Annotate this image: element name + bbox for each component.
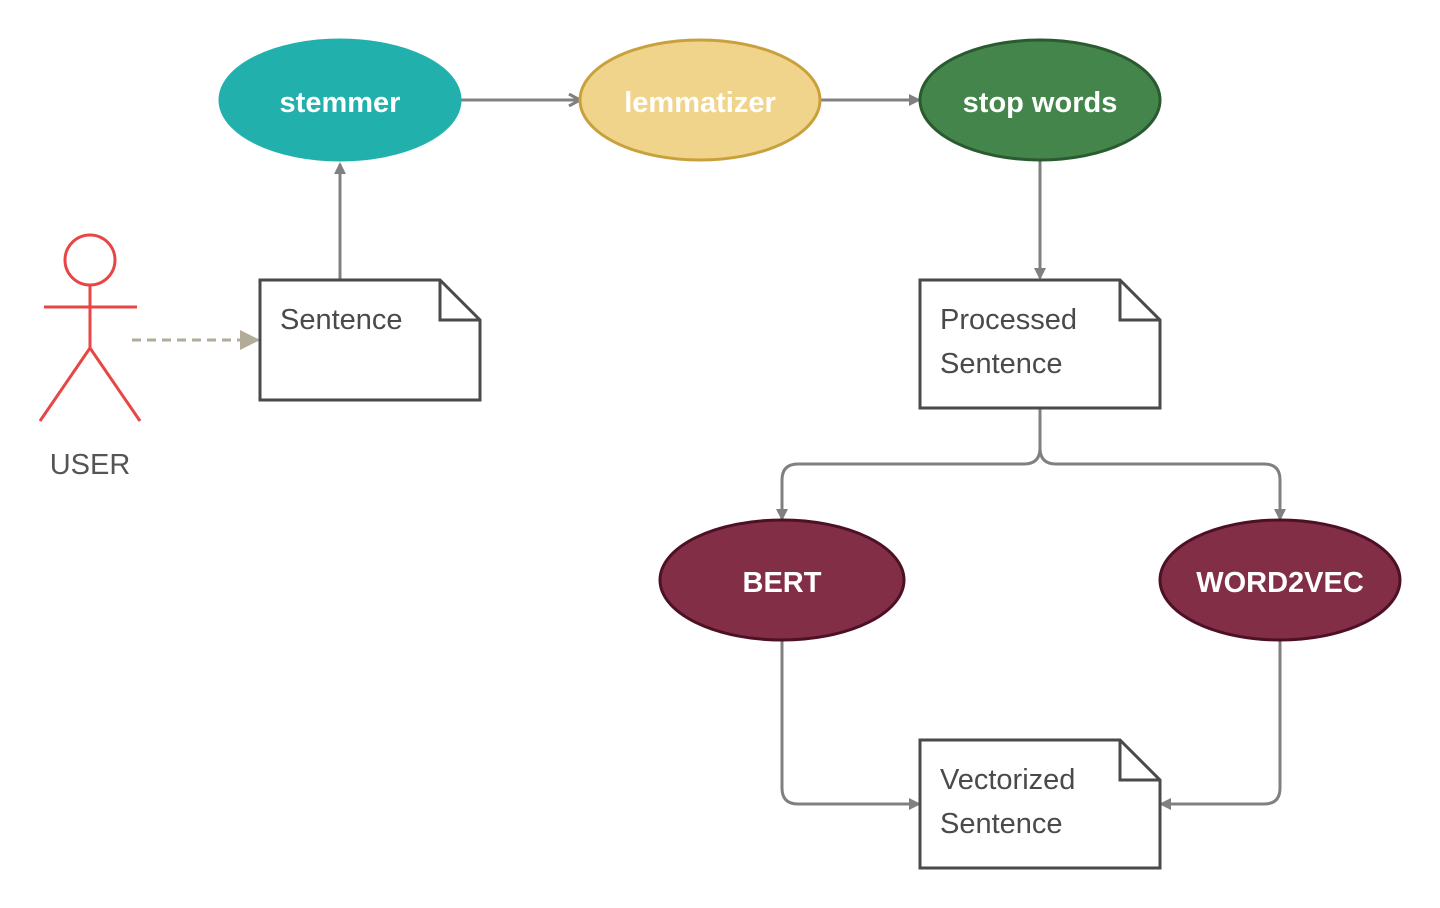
stick-figure-icon xyxy=(38,233,142,422)
ellipse-shape xyxy=(1158,518,1402,642)
note-label-line: Vectorized xyxy=(940,764,1075,796)
ellipse-shape xyxy=(918,38,1162,162)
process-label: lemmatizer xyxy=(624,87,776,119)
process-stop-words[interactable]: stop words xyxy=(918,38,1162,162)
connector-processed-to-bert xyxy=(776,408,1042,521)
connector-word2vec-to-vectorized xyxy=(1159,640,1282,810)
process-label: stop words xyxy=(963,87,1118,119)
note-shape xyxy=(918,278,1162,410)
ellipse-shape xyxy=(578,38,822,162)
connectors xyxy=(132,100,1286,810)
process-word2vec[interactable]: WORD2VEC xyxy=(1158,518,1402,642)
note-processed-sentence[interactable]: Processed Sentence xyxy=(918,278,1162,410)
note-fold xyxy=(438,280,480,322)
note-shape xyxy=(258,278,482,402)
note-shape xyxy=(918,738,1162,870)
note-fold xyxy=(1118,740,1160,782)
process-label: WORD2VEC xyxy=(1196,567,1364,599)
process-label: stemmer xyxy=(280,87,401,119)
connector-processed-to-word2vec xyxy=(1038,408,1286,521)
note-sentence[interactable]: Sentence xyxy=(258,278,482,402)
process-stemmer[interactable]: stemmer xyxy=(218,38,462,162)
connector-bert-to-vectorized xyxy=(780,640,921,810)
note-label-line: Processed xyxy=(940,304,1077,336)
user-actor[interactable]: USER xyxy=(38,233,142,481)
ellipse-shape xyxy=(658,518,906,642)
note-label-line: Sentence xyxy=(940,808,1063,840)
actor-label: USER xyxy=(50,449,131,481)
process-bert[interactable]: BERT xyxy=(658,518,906,642)
note-label-line: Sentence xyxy=(280,304,403,336)
process-label: BERT xyxy=(743,567,822,599)
process-lemmatizer[interactable]: lemmatizer xyxy=(578,38,822,162)
note-vectorized-sentence[interactable]: Vectorized Sentence xyxy=(918,738,1162,870)
ellipse-shape xyxy=(218,38,462,162)
note-label-line: Sentence xyxy=(940,348,1063,380)
note-fold xyxy=(1118,280,1160,322)
